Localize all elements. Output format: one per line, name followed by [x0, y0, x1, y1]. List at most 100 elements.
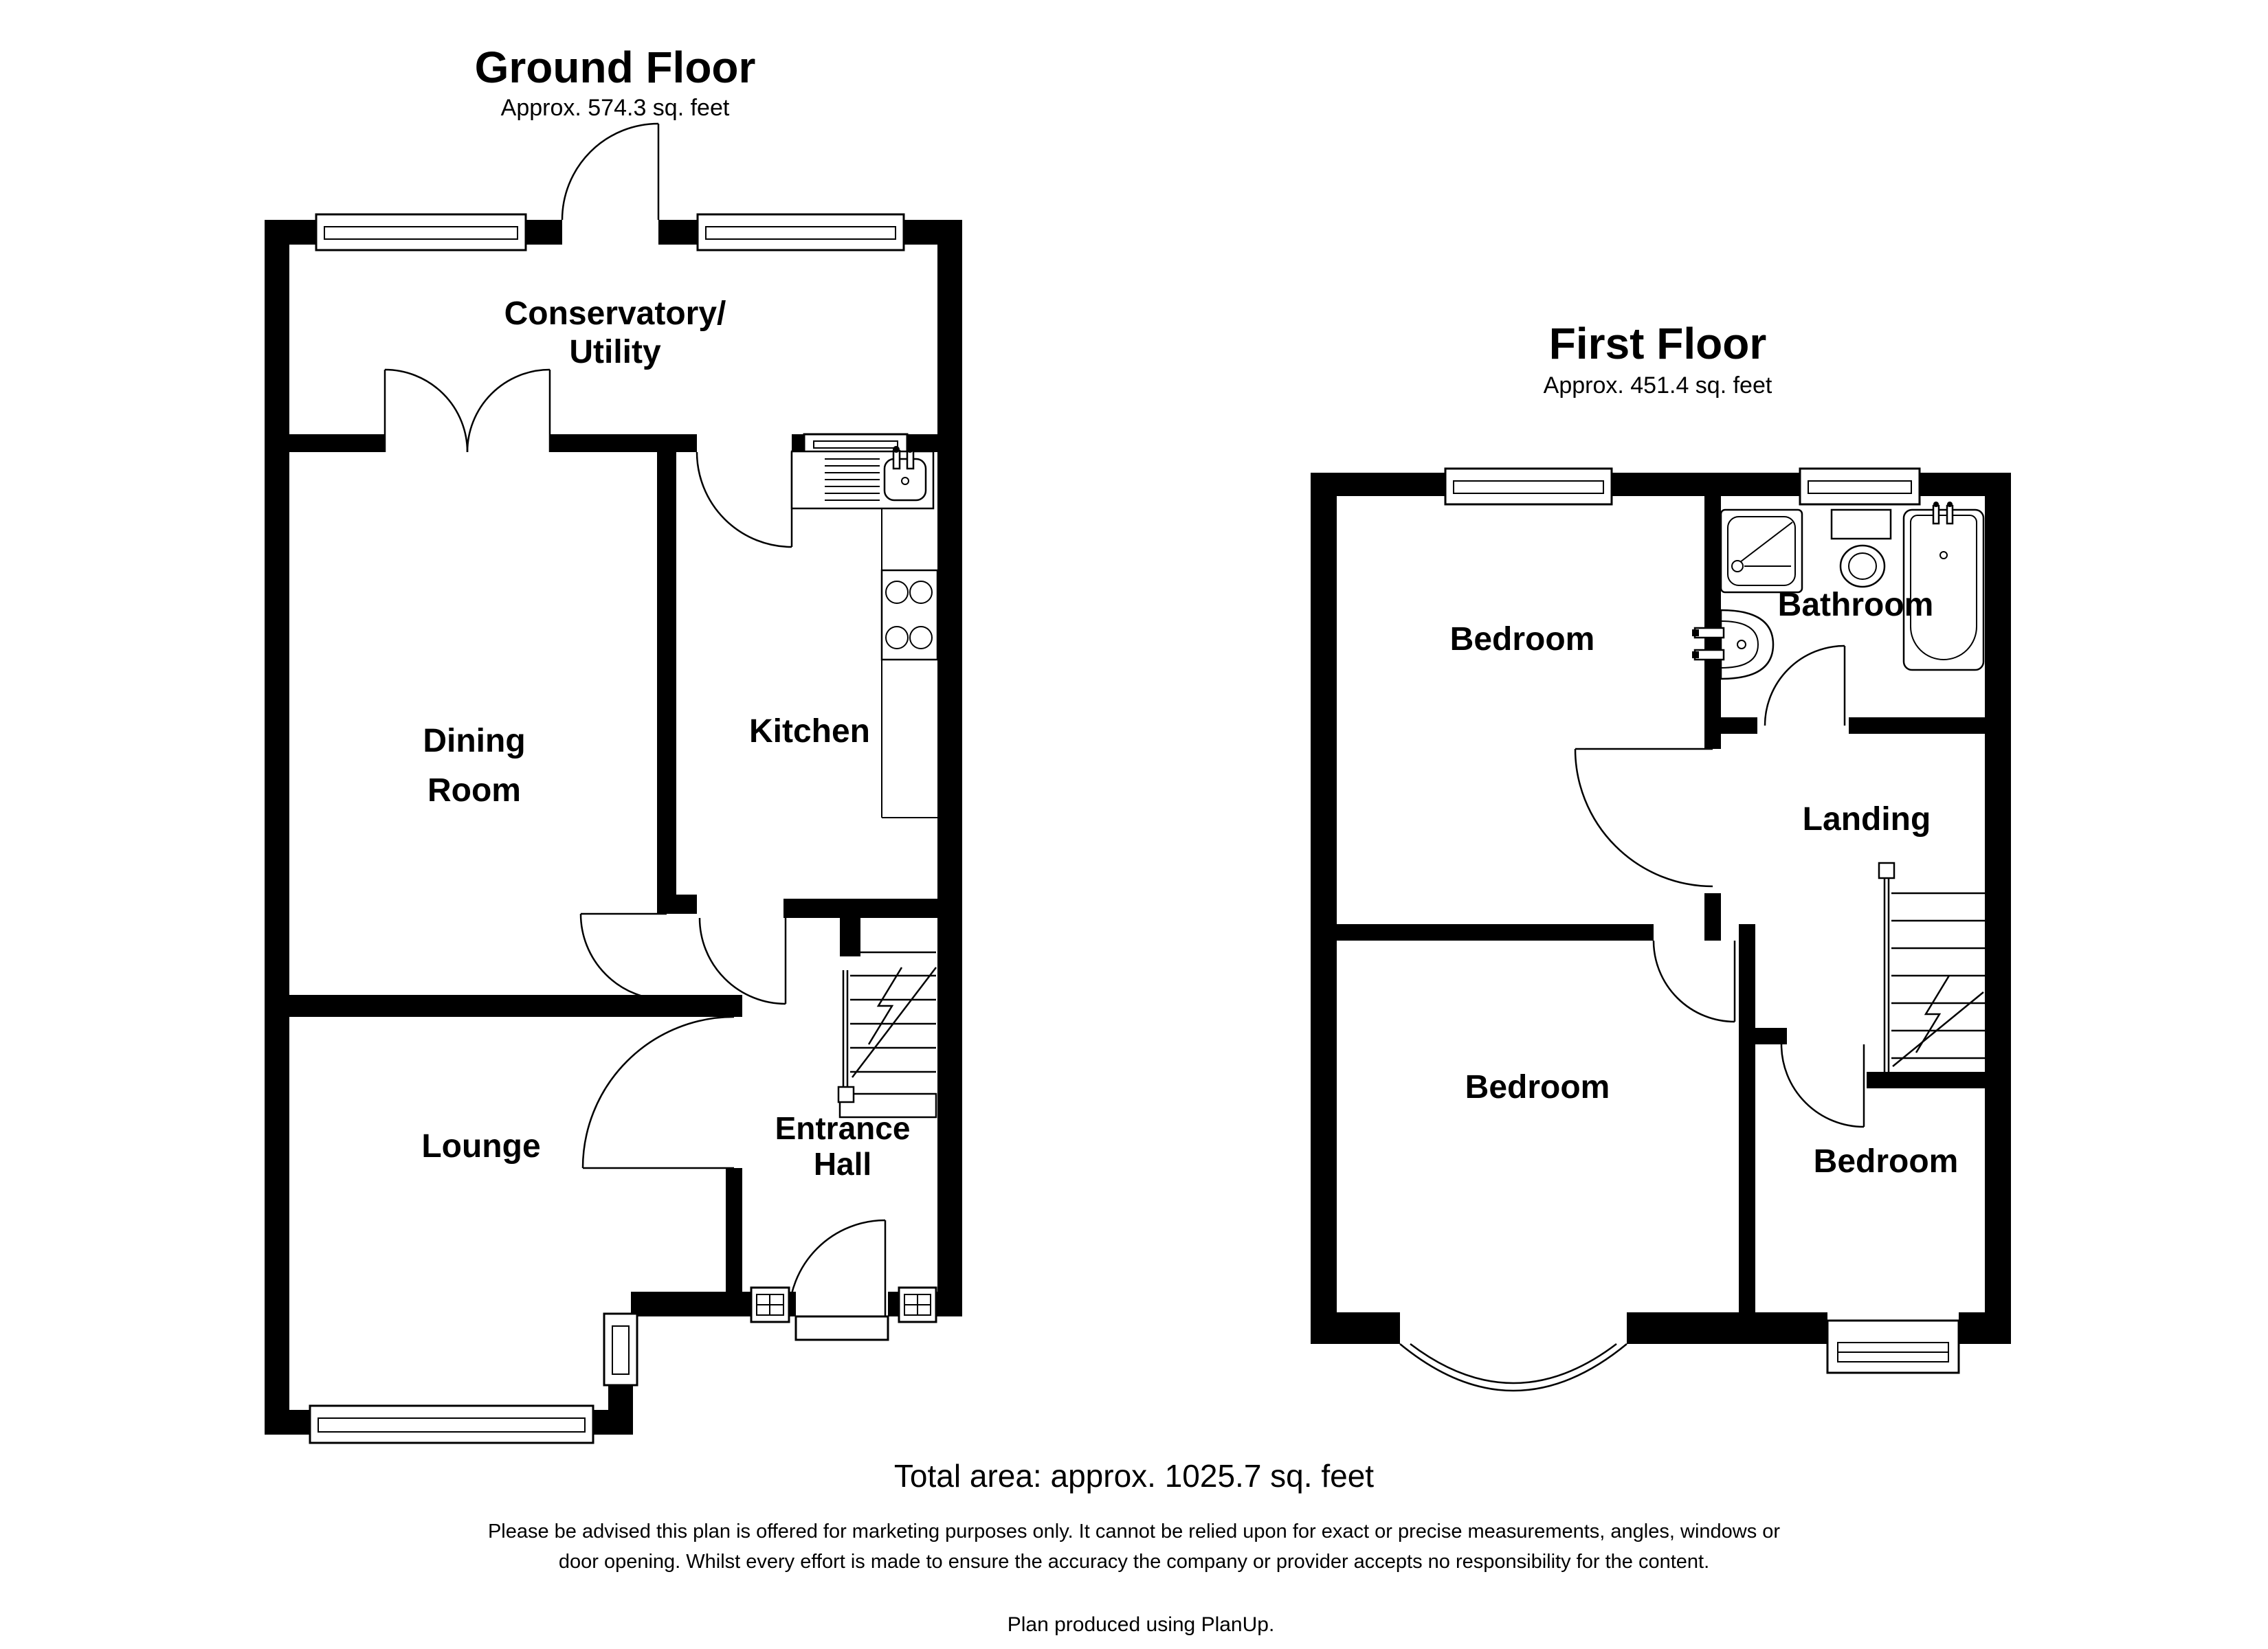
- room-label-hall-line1: Entrance: [775, 1110, 911, 1146]
- wall: [1311, 473, 1445, 496]
- wall: [726, 1168, 742, 1292]
- ground-floor-windows: [309, 213, 937, 1444]
- ground-floor-area: Approx. 574.3 sq. feet: [501, 95, 730, 121]
- wall: [936, 1292, 961, 1316]
- lounge-side-window: [603, 1312, 638, 1387]
- room-label-hall-line2: Hall: [814, 1146, 871, 1182]
- wall: [676, 895, 697, 914]
- lounge-front-window: [309, 1404, 594, 1444]
- conservatory-window-right: [696, 213, 905, 251]
- wall: [783, 899, 937, 918]
- bedroom1-window: [1444, 467, 1613, 506]
- ground-floor-plan: Ground Floor Approx. 574.3 sq. feet Cons…: [265, 43, 962, 1444]
- lounge-door: [581, 1016, 735, 1169]
- disclaimer-line2: door opening. Whilst every effort is mad…: [559, 1551, 1709, 1573]
- ground-floor-doors: [383, 122, 887, 1317]
- wall: [658, 220, 698, 245]
- basin: [1692, 609, 1775, 680]
- wall: [657, 452, 676, 914]
- wall: [904, 220, 962, 245]
- room-label-conservatory-line2: Utility: [569, 334, 661, 370]
- first-floor-stairs: [1878, 862, 1985, 1072]
- front-door-sidelight-right: [898, 1286, 937, 1323]
- kitchen-fixtures: [790, 446, 939, 818]
- kitchen-hall-door: [698, 917, 787, 1005]
- room-label-kitchen: Kitchen: [749, 713, 870, 750]
- bedroom3-window: [1826, 1319, 1960, 1374]
- wall: [1755, 1028, 1787, 1044]
- wall: [1311, 924, 1654, 941]
- room-label-bedroom1: Bedroom: [1450, 621, 1595, 658]
- wall: [1311, 1312, 1400, 1344]
- stair-break-arrow: [1915, 975, 1950, 1053]
- wall: [1739, 924, 1755, 1344]
- wall: [631, 1292, 751, 1316]
- stair-cut-line: [1892, 991, 1984, 1067]
- wall: [550, 434, 697, 452]
- room-label-dining-line2: Room: [427, 772, 521, 809]
- wall: [1704, 893, 1721, 941]
- front-door-sidelight-left: [750, 1286, 790, 1323]
- bedroom1-door: [1574, 748, 1713, 888]
- ground-floor-stairs: [837, 951, 937, 1119]
- room-label-bedroom2: Bedroom: [1465, 1069, 1610, 1106]
- kitchen-door: [696, 451, 793, 548]
- room-label-landing: Landing: [1803, 801, 1931, 838]
- footer: Total area: approx. 1025.7 sq. feet Plea…: [488, 1458, 1780, 1636]
- dining-room-door: [579, 912, 667, 1001]
- stair-base-step: [838, 1092, 937, 1119]
- room-label-conservatory-line1: Conservatory/: [504, 295, 726, 332]
- bedroom2-door: [1652, 940, 1736, 1023]
- stair-cut-line: [852, 967, 937, 1078]
- bedroom2-bow-window: [1399, 1343, 1627, 1392]
- wall: [1704, 473, 1721, 749]
- first-floor-plan: First Floor Approx. 451.4 sq. feet Bedro…: [1311, 319, 2011, 1392]
- wall: [888, 1292, 899, 1316]
- bedroom3-door: [1780, 1044, 1865, 1128]
- wall: [1867, 1072, 1985, 1088]
- wall: [789, 1292, 796, 1316]
- room-label-bedroom3: Bedroom: [1814, 1143, 1959, 1180]
- bathroom-door: [1764, 644, 1846, 726]
- kitchen-pass-through-window: [803, 433, 909, 455]
- stair-newel-post: [837, 1086, 855, 1103]
- wall: [1627, 1312, 1827, 1344]
- conservatory-window-left: [315, 213, 527, 251]
- first-floor-labels: First Floor Approx. 451.4 sq. feet Bedro…: [1450, 319, 1959, 1180]
- wall: [1311, 473, 1337, 1344]
- wall: [1985, 473, 2011, 1344]
- first-floor-walls: [1311, 473, 2011, 1344]
- front-door: [788, 1219, 887, 1317]
- wall: [265, 995, 742, 1017]
- shower: [1720, 508, 1803, 594]
- room-label-bathroom: Bathroom: [1778, 587, 1934, 623]
- wall: [289, 434, 385, 452]
- toilet: [1830, 508, 1892, 588]
- kitchen-sink: [790, 446, 935, 510]
- conservatory-double-doors: [383, 368, 551, 453]
- ground-floor-walls: [265, 220, 962, 1435]
- wall: [840, 918, 860, 956]
- hob: [880, 569, 939, 661]
- disclaimer-line1: Please be advised this plan is offered f…: [488, 1521, 1780, 1543]
- wall: [1704, 717, 1757, 734]
- bathroom-fixtures: [1692, 502, 1985, 680]
- wall: [265, 220, 289, 1435]
- first-floor-area: Approx. 451.4 sq. feet: [1544, 372, 1772, 399]
- ground-floor-title: Ground Floor: [475, 43, 756, 92]
- wall: [937, 220, 962, 1316]
- first-floor-doors: [1574, 644, 1865, 1128]
- credit-text: Plan produced using PlanUp.: [1008, 1613, 1275, 1636]
- room-label-lounge: Lounge: [421, 1128, 540, 1165]
- wall: [526, 220, 562, 245]
- wall: [1959, 1312, 2011, 1344]
- bath: [1902, 502, 1985, 671]
- first-floor-title: First Floor: [1549, 319, 1766, 368]
- stair-break-arrow: [867, 967, 903, 1045]
- conservatory-rear-door: [561, 122, 660, 221]
- wall: [1849, 717, 1985, 734]
- bathroom-window: [1799, 467, 1921, 506]
- kitchen-counter: [881, 508, 937, 818]
- wall: [265, 220, 316, 245]
